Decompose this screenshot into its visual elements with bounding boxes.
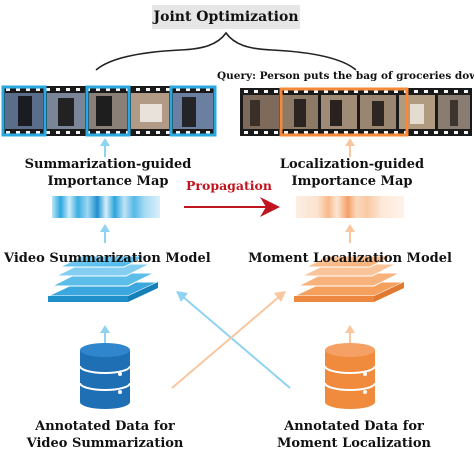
moment-localization-model-label: Moment Localization Model [248, 251, 452, 266]
left-video-frames [5, 93, 213, 129]
summarization-importance-map [52, 196, 160, 218]
summary-keyframe-highlights [1, 85, 217, 137]
right-video-frames [243, 95, 470, 129]
localization-map-label-line1: Localization-guided [279, 157, 425, 172]
summarization-map-label-line2: Importance Map [47, 174, 169, 189]
localization-data-label-line1: Annotated Data for [284, 419, 424, 434]
right-upward-arrows [345, 138, 355, 344]
summarization-data-label: Annotated Data for Video Summarization [15, 418, 195, 452]
cross-arrow-orange [171, 291, 286, 389]
cross-arrow-blue [176, 291, 291, 389]
left-video-filmstrip [1, 85, 217, 137]
video-summarization-model-icon [47, 255, 159, 302]
summarization-data-label-line1: Annotated Data for [35, 419, 175, 434]
query-text: Query: Person puts the bag of groceries … [217, 70, 474, 82]
summarization-map-label-line1: Summarization-guided [24, 157, 192, 172]
localization-map-label: Localization-guided Importance Map [262, 156, 442, 190]
localization-data-label: Annotated Data for Moment Localization [264, 418, 444, 452]
localization-map-label-line2: Importance Map [291, 174, 413, 189]
summarization-map-label: Summarization-guided Importance Map [18, 156, 198, 190]
left-upward-arrows [100, 138, 110, 344]
joint-optimization-brace [95, 31, 357, 71]
localization-database-icon [324, 343, 376, 409]
summarization-data-label-line2: Video Summarization [26, 436, 184, 451]
localization-importance-map [296, 196, 404, 218]
localization-data-label-line2: Moment Localization [277, 436, 431, 451]
joint-optimization-title: Joint Optimization [152, 5, 300, 29]
video-summarization-model-label: Video Summarization Model [4, 251, 211, 266]
summarization-database-icon [79, 343, 131, 409]
propagation-label: Propagation [186, 178, 272, 193]
moment-localization-model-icon [293, 255, 405, 302]
right-video-filmstrip [240, 87, 472, 137]
moment-highlight-box [279, 87, 409, 137]
